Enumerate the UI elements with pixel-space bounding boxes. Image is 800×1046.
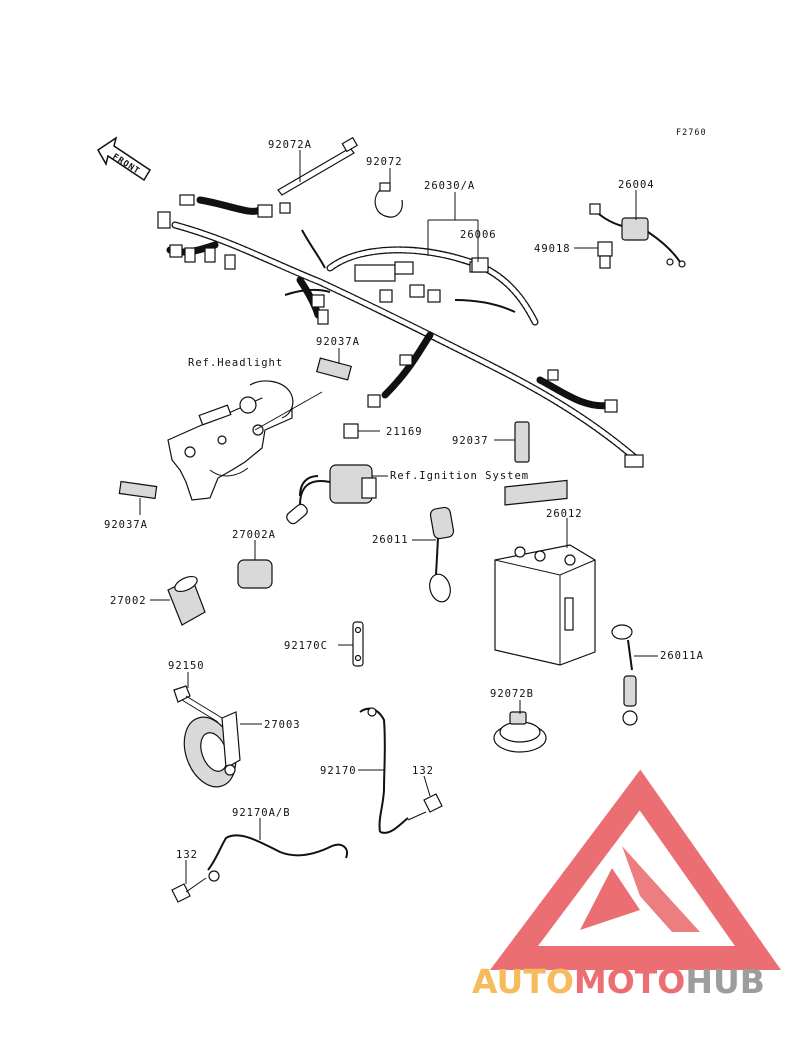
label-27002: 27002 [110, 595, 147, 607]
label-92170C: 92170C [284, 640, 328, 652]
watermark-auto: AUTO [472, 962, 574, 1001]
headlight-bracket [167, 380, 323, 501]
part-92037A-top [315, 357, 353, 381]
horn-27003 [183, 711, 241, 788]
watermark-moto: MOTO [574, 962, 685, 1001]
battery-26012 [494, 479, 596, 666]
label-ref-headlight: Ref.Headlight [188, 357, 283, 369]
watermark-text: AUTOMOTOHUB [472, 962, 765, 1001]
label-92170AB: 92170A/B [232, 807, 291, 819]
part-92037A-bottom [118, 480, 158, 500]
label-92072A: 92072A [268, 139, 312, 151]
label-26004: 26004 [618, 179, 655, 191]
rod-92170AB [207, 834, 348, 882]
figure-code: F2760 [676, 128, 707, 138]
label-92037A-top: 92037A [316, 336, 360, 348]
label-27002A: 27002A [232, 529, 276, 541]
label-21169: 21169 [386, 426, 423, 438]
part-49018-connector [597, 241, 613, 269]
label-92150: 92150 [168, 660, 205, 672]
label-92037: 92037 [452, 435, 489, 447]
watermark-logo: AUTOMOTOHUB [472, 769, 782, 1001]
part-26004-relay [589, 203, 686, 268]
label-26011: 26011 [372, 534, 409, 546]
label-ref-ignition: Ref.Ignition System [390, 470, 529, 482]
ignition-coil [286, 464, 377, 525]
clamp-92072B [493, 711, 547, 753]
label-26012: 26012 [546, 508, 583, 520]
label-26030A: 26030/A [424, 180, 475, 192]
label-132-left: 132 [176, 849, 198, 861]
label-26011A: 26011A [660, 650, 704, 662]
label-27003: 27003 [264, 719, 301, 731]
bolt-132-left [171, 877, 207, 903]
rod-92170 [359, 707, 409, 834]
label-132-right: 132 [412, 765, 434, 777]
leader-lines [139, 150, 658, 884]
label-92072B: 92072B [490, 688, 534, 700]
label-26006: 26006 [460, 229, 497, 241]
label-92170: 92170 [320, 765, 357, 777]
triangle-logo-icon [490, 769, 782, 970]
harness-connectors [157, 194, 644, 468]
label-92072: 92072 [366, 156, 403, 168]
label-92037A-bottom: 92037A [104, 519, 148, 531]
part-92072-clamp [374, 182, 403, 218]
cable-26011 [429, 506, 455, 603]
bolt-132-right [407, 793, 443, 821]
part-21169 [343, 423, 359, 439]
main-harness [166, 196, 644, 466]
cable-26011A [611, 624, 638, 726]
front-arrow-icon: FRONT [97, 136, 152, 182]
part-27002 [167, 575, 206, 626]
label-49018: 49018 [534, 243, 571, 255]
watermark-hub: HUB [685, 962, 765, 1001]
part-26006-connector [471, 257, 489, 273]
part-92170C [352, 621, 364, 667]
bolt-92150 [173, 685, 223, 723]
part-labels: 92072A 92072 26030/A 26004 26006 49018 9… [104, 139, 704, 861]
part-92072A-tie-band [277, 136, 359, 196]
part-92037 [514, 421, 530, 463]
part-27002A [237, 559, 273, 589]
